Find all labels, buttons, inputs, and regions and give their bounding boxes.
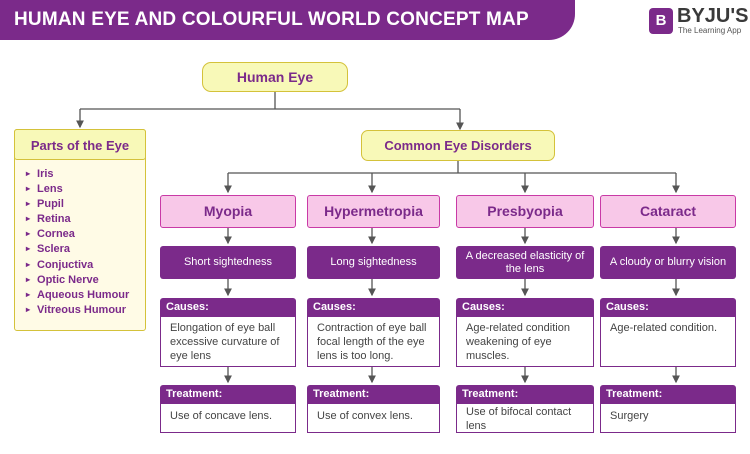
list-item: Retina <box>26 212 129 227</box>
causes-text-presbyopia: Age-related condition weakening of eye m… <box>456 317 594 367</box>
list-item: Conjuctiva <box>26 258 129 273</box>
causes-header-presbyopia: Causes: <box>456 298 594 317</box>
disorder-description-cataract: A cloudy or blurry vision <box>600 246 736 279</box>
disorders-title: Common Eye Disorders <box>361 130 555 161</box>
brand-name: BYJU'S <box>677 5 749 27</box>
list-item: Lens <box>26 182 129 197</box>
parts-list: Iris Lens Pupil Retina Cornea Sclera Con… <box>26 167 129 318</box>
list-item: Pupil <box>26 197 129 212</box>
brand-logo-icon: B <box>649 8 673 34</box>
causes-text-hypermetropia: Contraction of eye ball focal length of … <box>307 317 440 367</box>
causes-text-myopia: Elongation of eye ball excessive curvatu… <box>160 317 296 367</box>
treatment-text-cataract: Surgery <box>600 404 736 433</box>
list-item: Optic Nerve <box>26 273 129 288</box>
page-title: HUMAN EYE AND COLOURFUL WORLD CONCEPT MA… <box>14 9 529 30</box>
list-item: Vitreous Humour <box>26 303 129 318</box>
disorder-name-cataract: Cataract <box>600 195 736 228</box>
disorder-description-presbyopia: A decreased elasticity of the lens <box>456 246 594 279</box>
disorder-description-myopia: Short sightedness <box>160 246 296 279</box>
causes-header-myopia: Causes: <box>160 298 296 317</box>
brand-tagline: The Learning App <box>678 26 742 35</box>
root-node-human-eye: Human Eye <box>202 62 348 92</box>
list-item: Iris <box>26 167 129 182</box>
list-item: Aqueous Humour <box>26 288 129 303</box>
disorder-name-myopia: Myopia <box>160 195 296 228</box>
treatment-text-presbyopia: Use of bifocal contact lens <box>456 404 594 433</box>
causes-header-cataract: Causes: <box>600 298 736 317</box>
treatment-header-myopia: Treatment: <box>160 385 296 404</box>
treatment-text-hypermetropia: Use of convex lens. <box>307 404 440 433</box>
list-item: Sclera <box>26 242 129 257</box>
title-banner <box>0 0 575 40</box>
treatment-text-myopia: Use of concave lens. <box>160 404 296 433</box>
treatment-header-presbyopia: Treatment: <box>456 385 594 404</box>
treatment-header-cataract: Treatment: <box>600 385 736 404</box>
causes-text-cataract: Age-related condition. <box>600 317 736 367</box>
causes-header-hypermetropia: Causes: <box>307 298 440 317</box>
treatment-header-hypermetropia: Treatment: <box>307 385 440 404</box>
disorder-description-hypermetropia: Long sightedness <box>307 246 440 279</box>
parts-title: Parts of the Eye <box>14 129 146 160</box>
disorder-name-hypermetropia: Hypermetropia <box>307 195 440 228</box>
disorder-name-presbyopia: Presbyopia <box>456 195 594 228</box>
list-item: Cornea <box>26 227 129 242</box>
